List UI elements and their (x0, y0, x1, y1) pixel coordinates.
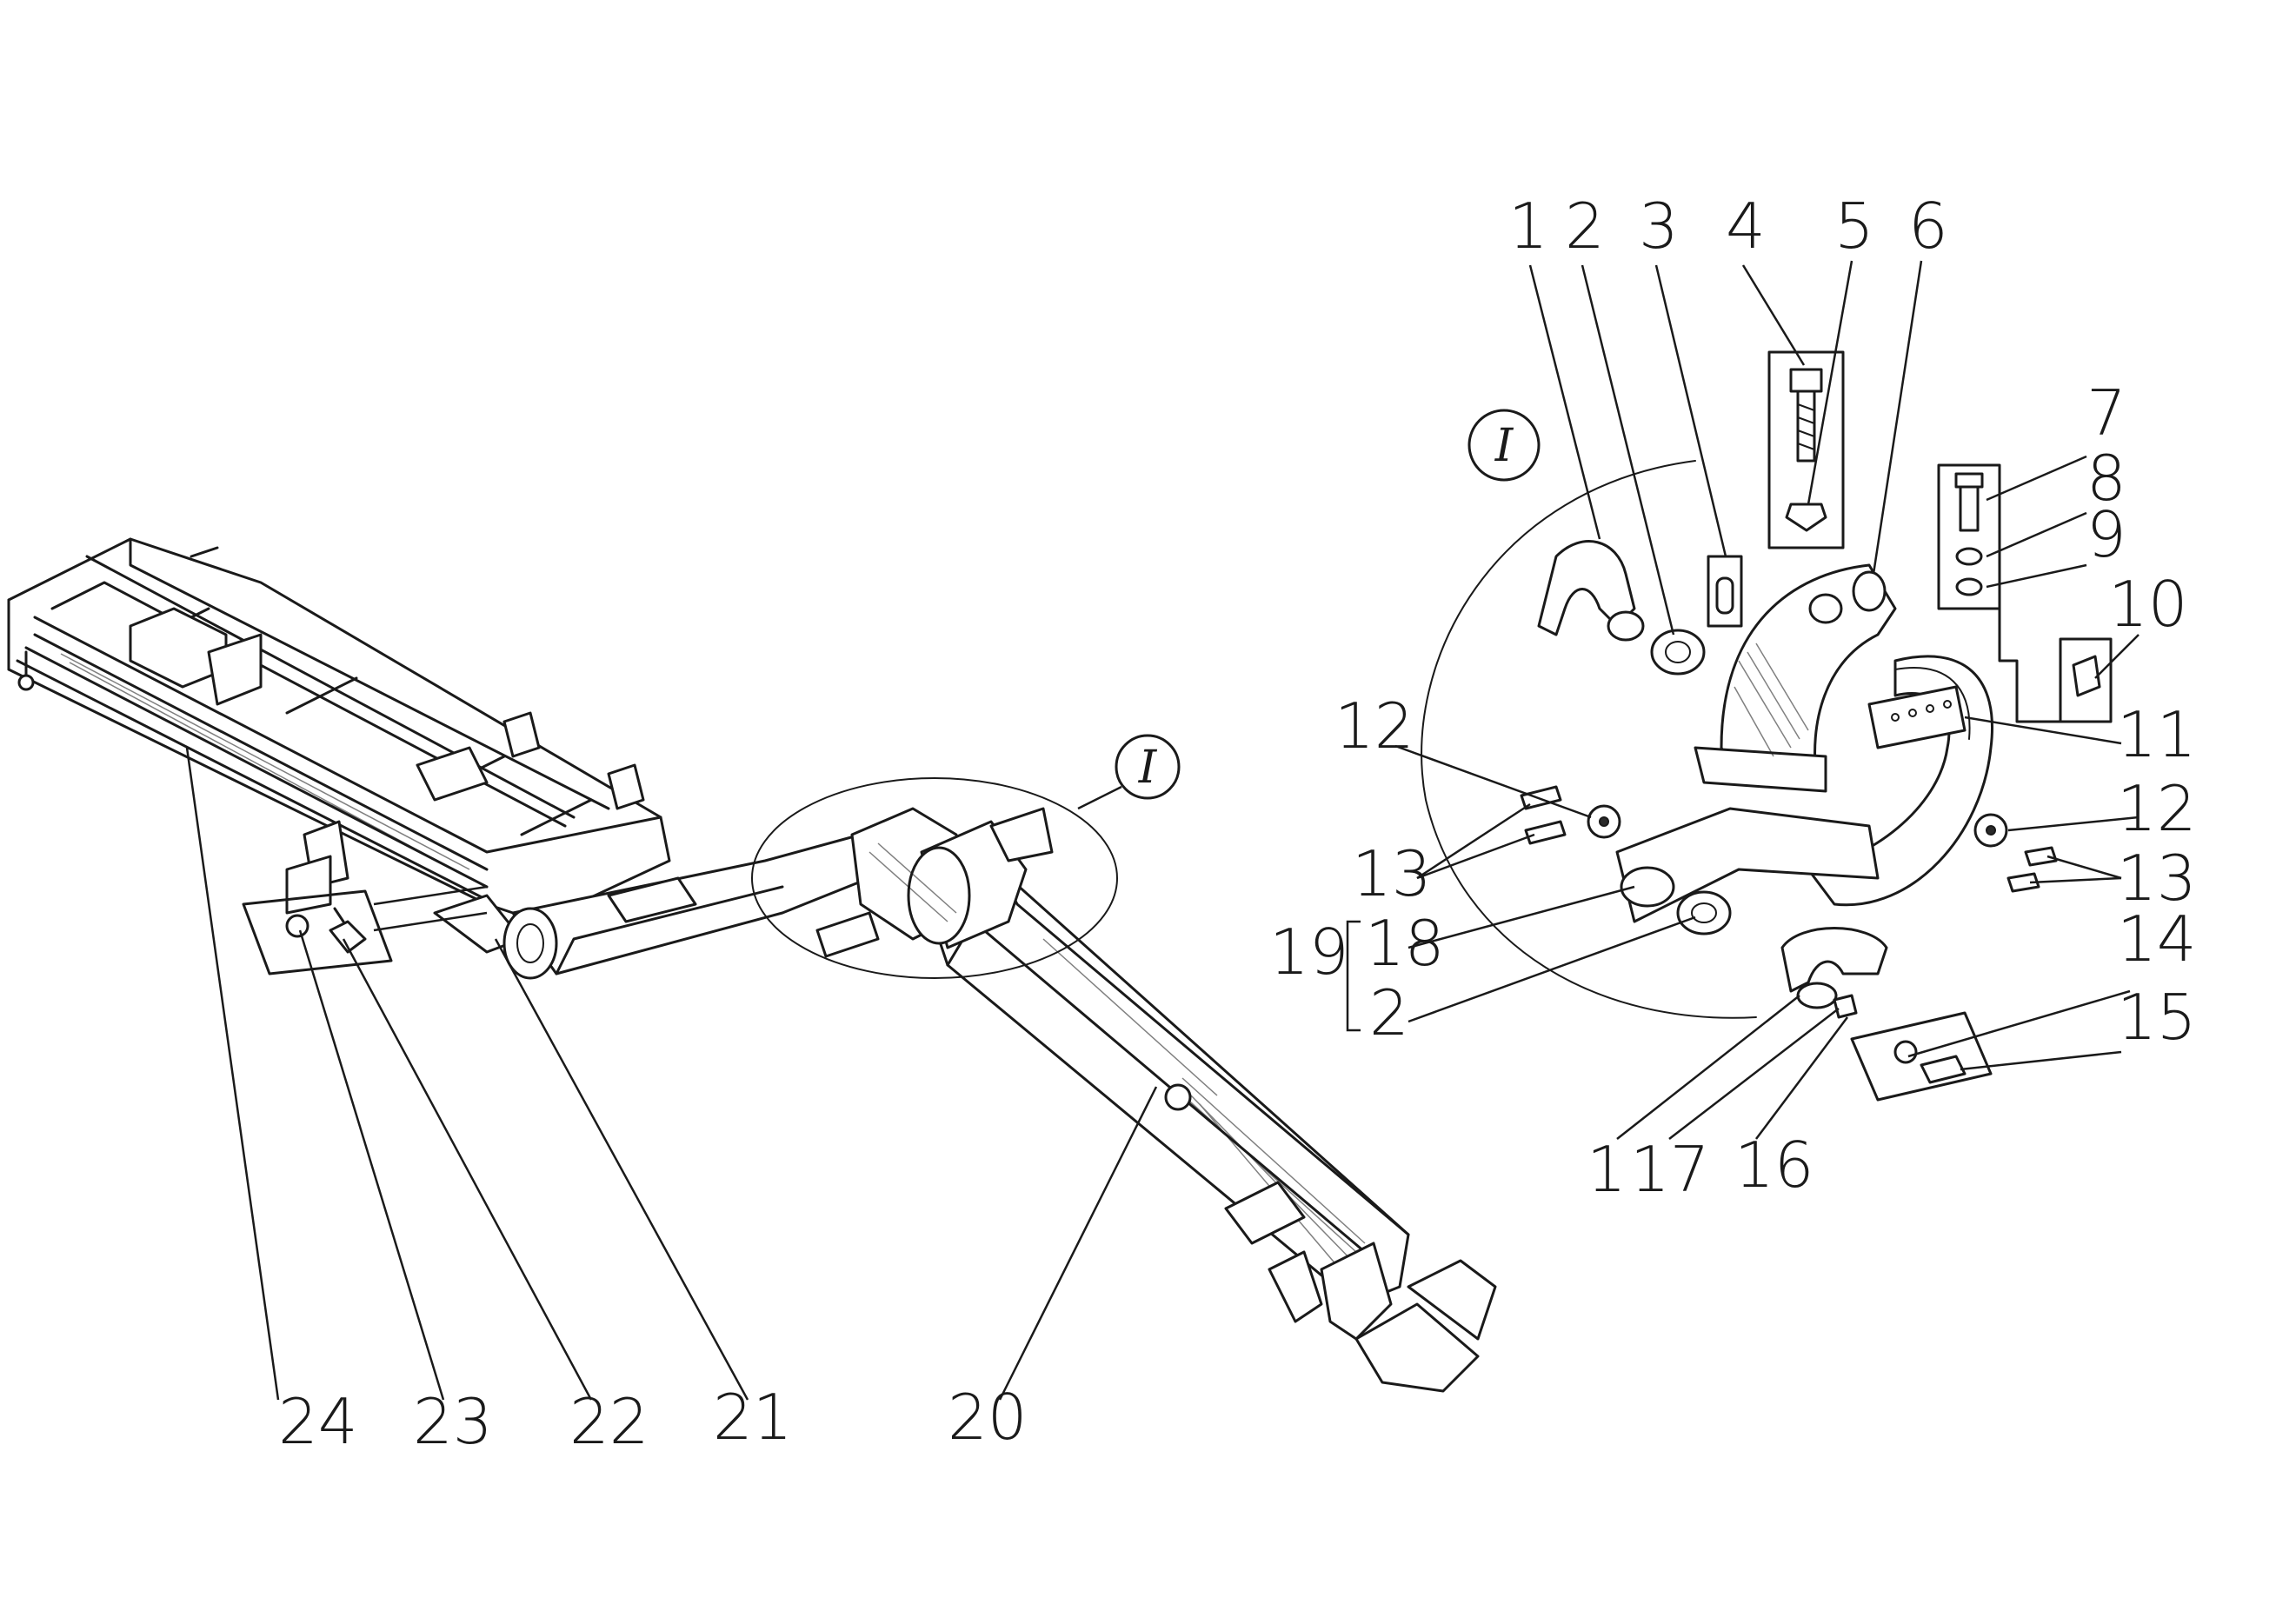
label-10: 10 (2108, 568, 2188, 641)
label-15: 15 (2117, 981, 2197, 1054)
label-16: 16 (1734, 1129, 1814, 1202)
label-1-bottom: 1 (1587, 1133, 1627, 1206)
label-5: 5 (1834, 190, 1874, 263)
label-8: 8 (2086, 442, 2126, 515)
bolt-washer-inset-left (242, 889, 393, 975)
detail-marker-right: I (1494, 420, 1514, 472)
label-22: 22 (569, 1385, 649, 1458)
label-13-left: 13 (1352, 837, 1432, 910)
label-19: 19 (1269, 916, 1349, 989)
main-frame (7, 537, 671, 954)
label-23: 23 (413, 1385, 493, 1458)
label-24: 24 (278, 1385, 358, 1458)
label-6: 6 (1908, 190, 1948, 263)
label-20: 20 (948, 1381, 1028, 1454)
label-9: 9 (2086, 498, 2126, 571)
pivot-joint (815, 807, 1054, 958)
label-3: 3 (1639, 190, 1679, 263)
label-18: 18 (1365, 907, 1445, 980)
label-21: 21 (713, 1381, 793, 1454)
label-11: 11 (2117, 698, 2197, 771)
leader-lines (185, 260, 2140, 1401)
label-1-top: 1 (1508, 190, 1548, 263)
label-14: 14 (2117, 902, 2197, 975)
label-13-right: 13 (2117, 842, 2197, 915)
detail-callout-ellipse (751, 777, 1118, 979)
label-12-right: 12 (2117, 772, 2197, 845)
part-number-labels: 1 2 3 4 5 6 7 8 9 10 11 12 12 13 13 14 1… (278, 190, 2197, 1458)
label-7: 7 (2086, 376, 2126, 449)
label-12-left: 12 (1334, 689, 1414, 762)
label-2-top: 2 (1565, 190, 1605, 263)
detail-marker-circle-right (1467, 409, 1541, 482)
detail-marker-circle-left (1115, 734, 1181, 800)
label-2-bottom: 2 (1369, 976, 1409, 1049)
label-4: 4 (1726, 190, 1766, 263)
detail-I-exploded: I (1421, 350, 2113, 1102)
label-17: 17 (1630, 1133, 1710, 1206)
detail-marker-left: I (1138, 742, 1158, 794)
